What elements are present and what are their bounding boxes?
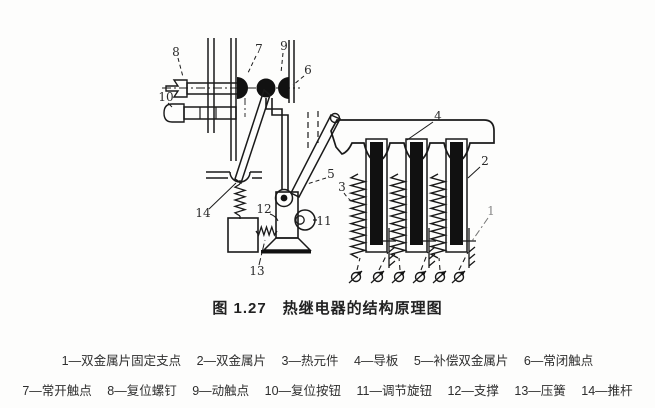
heater-unit-3 — [428, 138, 476, 268]
heater-coil — [388, 173, 408, 259]
normally-closed-contact — [278, 77, 289, 99]
part-label-9: 9 — [280, 39, 288, 53]
fixed-fulcrum-bracket — [422, 228, 436, 268]
normally-open-contact — [237, 77, 248, 99]
legend-item-14: 14—推杆 — [581, 384, 633, 398]
terminal-leads — [356, 251, 469, 271]
support-channel — [265, 98, 289, 190]
contact-strip-middle — [230, 38, 237, 161]
legend-item-2: 2—双金属片 — [196, 354, 267, 368]
moving-contact — [256, 78, 276, 98]
part-label-12: 12 — [256, 202, 271, 216]
terminal — [451, 270, 466, 284]
part-label-2: 2 — [481, 154, 489, 168]
legend-item-9: 9—动触点 — [192, 384, 250, 398]
heater-unit-1 — [348, 138, 396, 268]
part-label-3: 3 — [338, 180, 346, 194]
part-label-14: 14 — [195, 206, 211, 220]
part-label-11: 11 — [316, 214, 331, 228]
figure-caption: 图 1.27 热继电器的结构原理图 — [212, 300, 443, 317]
part-label-13: 13 — [249, 264, 264, 278]
legend-item-6: 6—常闭触点 — [523, 354, 594, 368]
part-label-5: 5 — [327, 167, 335, 181]
legend-item-4: 4—导板 — [353, 354, 399, 368]
bimetal-strip — [365, 138, 388, 253]
terminal — [391, 270, 406, 284]
terminal — [370, 270, 385, 284]
legend-item-12: 12—支撑 — [447, 384, 499, 398]
terminal — [412, 270, 427, 284]
legend-line-2: 7—常开触点 8—复位螺钉 9—动触点 10—复位按钮 11—调节旋钮 12—支… — [0, 380, 655, 399]
compression-spring — [255, 224, 278, 238]
return-spring — [232, 183, 248, 217]
contact-terminal-strip-left — [207, 38, 215, 133]
fixed-wall — [227, 217, 259, 253]
legend-item-5: 5—补偿双金属片 — [413, 354, 509, 368]
legend-item-1: 1—双金属片固定支点 — [61, 354, 182, 368]
fixed-fulcrum-bracket — [462, 228, 476, 268]
support — [261, 191, 312, 254]
terminals — [348, 270, 466, 284]
reset-screw — [165, 79, 239, 98]
legend-item-11: 11—调节旋钮 — [356, 384, 432, 398]
legend-line-1: 1—双金属片固定支点 2—双金属片 3—热元件 4—导板 5—补偿双金属片 6—… — [0, 350, 655, 369]
bimetal-strip — [445, 138, 468, 253]
part-label-1: 1 — [487, 204, 495, 218]
legend-item-7: 7—常开触点 — [22, 384, 92, 398]
legend-item-8: 8—复位螺钉 — [107, 384, 177, 398]
bimetal-strip — [405, 138, 428, 253]
part-label-6: 6 — [304, 63, 312, 77]
terminal — [432, 270, 447, 284]
fixed-fulcrum-bracket — [382, 228, 396, 268]
phantom-position-lines — [307, 111, 319, 148]
part-label-8: 8 — [172, 45, 180, 59]
part-label-7: 7 — [255, 42, 263, 56]
part-label-4: 4 — [434, 109, 442, 123]
heater-coil — [428, 173, 448, 259]
reset-button — [163, 103, 237, 123]
contact-strip-right — [288, 40, 295, 103]
label-leaders — [167, 52, 489, 266]
legend-item-13: 13—压簧 — [514, 384, 566, 398]
part-label-10: 10 — [158, 90, 173, 104]
compensating-bimetal-strip — [289, 112, 342, 198]
heater-coil — [348, 173, 368, 259]
moving-contact-lever — [234, 88, 271, 185]
pivot — [274, 188, 294, 208]
thermal-relay-diagram: 8 10 7 9 6 4 5 3 2 1 14 12 11 13 — [158, 38, 495, 284]
legend-item-3: 3—热元件 — [281, 354, 339, 368]
heater-unit-2 — [388, 138, 436, 268]
push-rod — [206, 171, 262, 183]
terminal — [348, 270, 363, 284]
legend-item-10: 10—复位按钮 — [264, 384, 342, 398]
